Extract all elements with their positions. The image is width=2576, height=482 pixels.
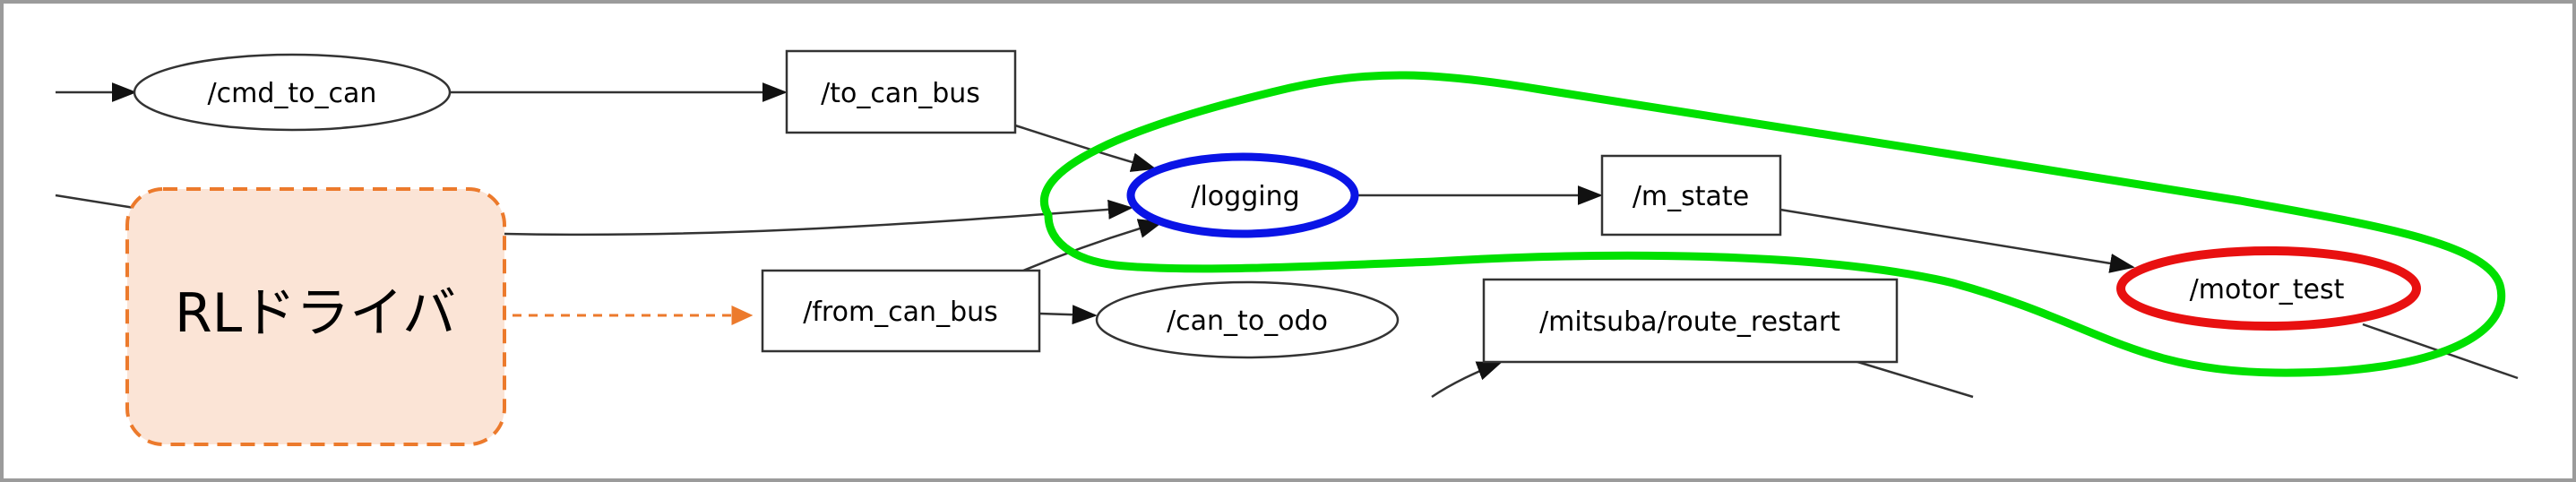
node-to-can-bus-shape: [785, 49, 1017, 134]
node-logging-shape: [1126, 152, 1359, 238]
node-can-to-odo-shape: [1095, 280, 1400, 359]
edge-m-state-to-motor-test: [1779, 208, 2135, 273]
highlight-loop: [1039, 71, 2506, 377]
node-motor-test-shape: [2116, 246, 2421, 331]
edge-mitsuba-outgoing: [1854, 359, 1974, 399]
node-m-state-shape: [1600, 154, 1782, 237]
edge-into-mitsuba-route-restart: [1431, 361, 1503, 399]
node-cmd-to-can[interactable]: /cmd_to_can: [208, 78, 377, 109]
edge-from-can-bus-to-logging: [1022, 219, 1164, 272]
node-motor-test[interactable]: /motor_test: [2190, 274, 2345, 306]
node-from-can-bus[interactable]: /from_can_bus: [803, 297, 998, 328]
node-cmd-to-can-shape: [133, 53, 452, 132]
edge-incoming-left-mid: [55, 194, 135, 210]
node-logging[interactable]: /logging: [1191, 181, 1299, 212]
callout-rl-driver-label: RLドライバ: [175, 282, 456, 345]
node-m-state[interactable]: /m_state: [1633, 181, 1749, 212]
node-mitsuba-route-restart-shape: [1482, 278, 1899, 364]
edge-from-can-bus-to-can-to-odo: [1038, 305, 1098, 325]
node-can-to-odo[interactable]: /can_to_odo: [1167, 306, 1328, 337]
callout-rl-driver-box: [125, 187, 506, 446]
node-from-can-bus-shape: [761, 269, 1041, 353]
edge-to-can-bus-to-logging: [1014, 124, 1157, 172]
edge-to-logging-from-left: [504, 199, 1133, 237]
node-to-can-bus[interactable]: /to_can_bus: [821, 78, 980, 109]
node-mitsuba-route-restart[interactable]: /mitsuba/route_restart: [1539, 306, 1840, 338]
